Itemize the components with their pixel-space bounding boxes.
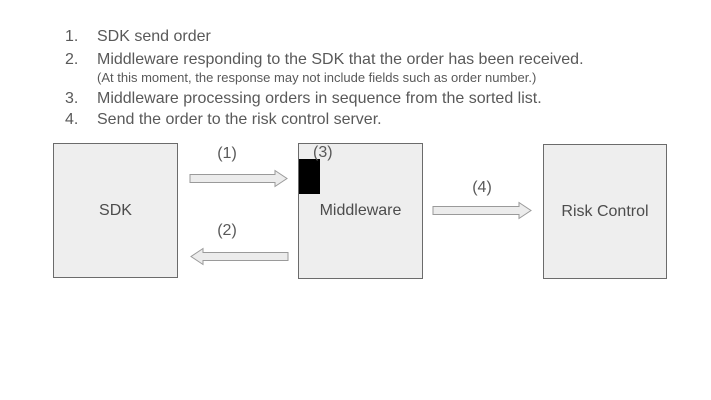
list-number: 1. [65,28,79,45]
arrow-4-right-icon [432,201,532,220]
node-middleware-label: Middleware [319,202,402,219]
list-item-4: 4. Send the order to the risk control ser… [65,111,382,128]
list-item-3: 3. Middleware processing orders in sequen… [65,90,542,107]
list-text: Middleware processing orders in sequence… [97,90,542,107]
arrow-1-label: (1) [217,145,237,162]
arrow-2-label: (2) [217,222,237,239]
arrow-1-right-icon [189,169,288,188]
list-number: 3. [65,90,79,107]
node-sdk-label: SDK [99,201,132,219]
list-item-2-note: (At this moment, the response may not in… [97,70,537,85]
list-text: SDK send order [97,28,211,45]
list-item-1: 1. SDK send order [65,28,211,45]
arrow-2-left-icon [190,247,289,266]
queue-marker-label: (3) [313,144,333,161]
queue-marker [299,159,320,194]
list-item-2: 2. Middleware responding to the SDK that … [65,51,584,68]
node-risk-control: Risk Control [543,144,667,279]
list-number: 4. [65,111,79,128]
list-text: Send the order to the risk control serve… [97,111,382,128]
node-sdk: SDK [53,143,178,278]
node-risk-control-label: Risk Control [561,202,649,220]
list-text: Middleware responding to the SDK that th… [97,51,584,68]
list-number: 2. [65,51,79,68]
arrow-4-label: (4) [472,179,492,196]
